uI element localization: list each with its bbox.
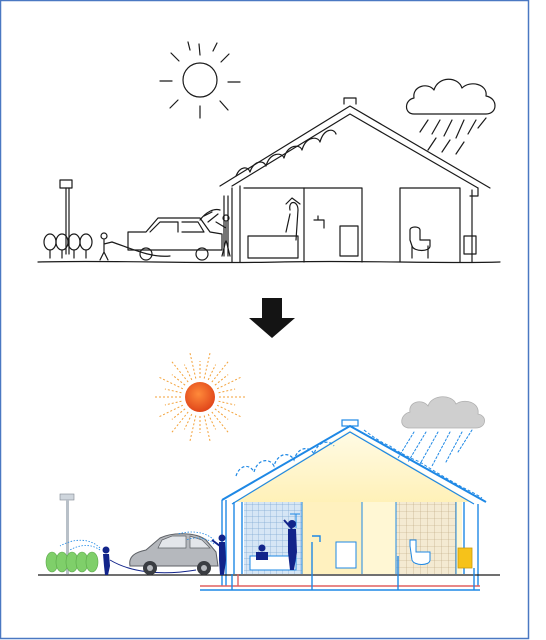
sun-ray <box>164 400 182 406</box>
sun-ray <box>211 411 230 434</box>
sun-icon <box>154 352 246 442</box>
sketch-house <box>219 97 491 263</box>
sketch-person-washing-car <box>215 214 231 257</box>
sketch-cloud-icon <box>405 78 496 115</box>
sun-ray <box>183 413 193 430</box>
sun-ray <box>207 413 217 430</box>
sketch-trees <box>43 233 93 259</box>
sun-ray <box>211 360 230 383</box>
sprinkler-spray <box>59 539 101 551</box>
sun-ray <box>170 360 189 383</box>
person-watering <box>102 546 110 575</box>
street-light-icon <box>59 493 75 574</box>
house-cross-section <box>221 419 487 586</box>
sun-ray <box>189 415 197 442</box>
sun-ray <box>214 408 229 420</box>
sketch-person-watering <box>99 232 171 261</box>
sun-ray <box>216 376 242 390</box>
down-arrow-icon <box>249 298 295 338</box>
sketch-ground <box>37 260 501 264</box>
rain-cloud-icon <box>401 396 485 429</box>
sketch-sun-icon <box>159 41 241 119</box>
sketch-car-icon <box>127 208 223 261</box>
sun-ray <box>203 352 211 379</box>
sun-ray <box>164 388 182 394</box>
frame-border <box>0 0 530 640</box>
sun-ray <box>170 411 189 434</box>
sun-ray <box>171 374 186 386</box>
after-color-panel <box>38 352 500 591</box>
sketch-street-light-icon <box>59 179 73 255</box>
sun-ray <box>203 415 211 442</box>
sun-ray <box>158 376 184 390</box>
sun-ray <box>183 364 193 381</box>
sun-ray <box>218 400 236 406</box>
underground-pipes <box>200 542 480 591</box>
before-sketch-panel <box>37 41 501 264</box>
sun-ray <box>216 404 242 418</box>
rain-tank <box>457 547 473 569</box>
sketch-rain-icon <box>419 117 487 155</box>
sun-ray <box>207 364 217 381</box>
rain-icon <box>397 429 473 467</box>
sun-ray <box>214 374 229 386</box>
sun-ray <box>189 352 197 379</box>
sun-ray <box>171 408 186 420</box>
sun-ray <box>218 388 236 394</box>
car-icon <box>129 533 219 575</box>
person-washing-car <box>211 534 226 575</box>
hedge-trees <box>45 551 99 573</box>
people-in-house <box>256 519 297 570</box>
sun-ray <box>158 404 184 418</box>
